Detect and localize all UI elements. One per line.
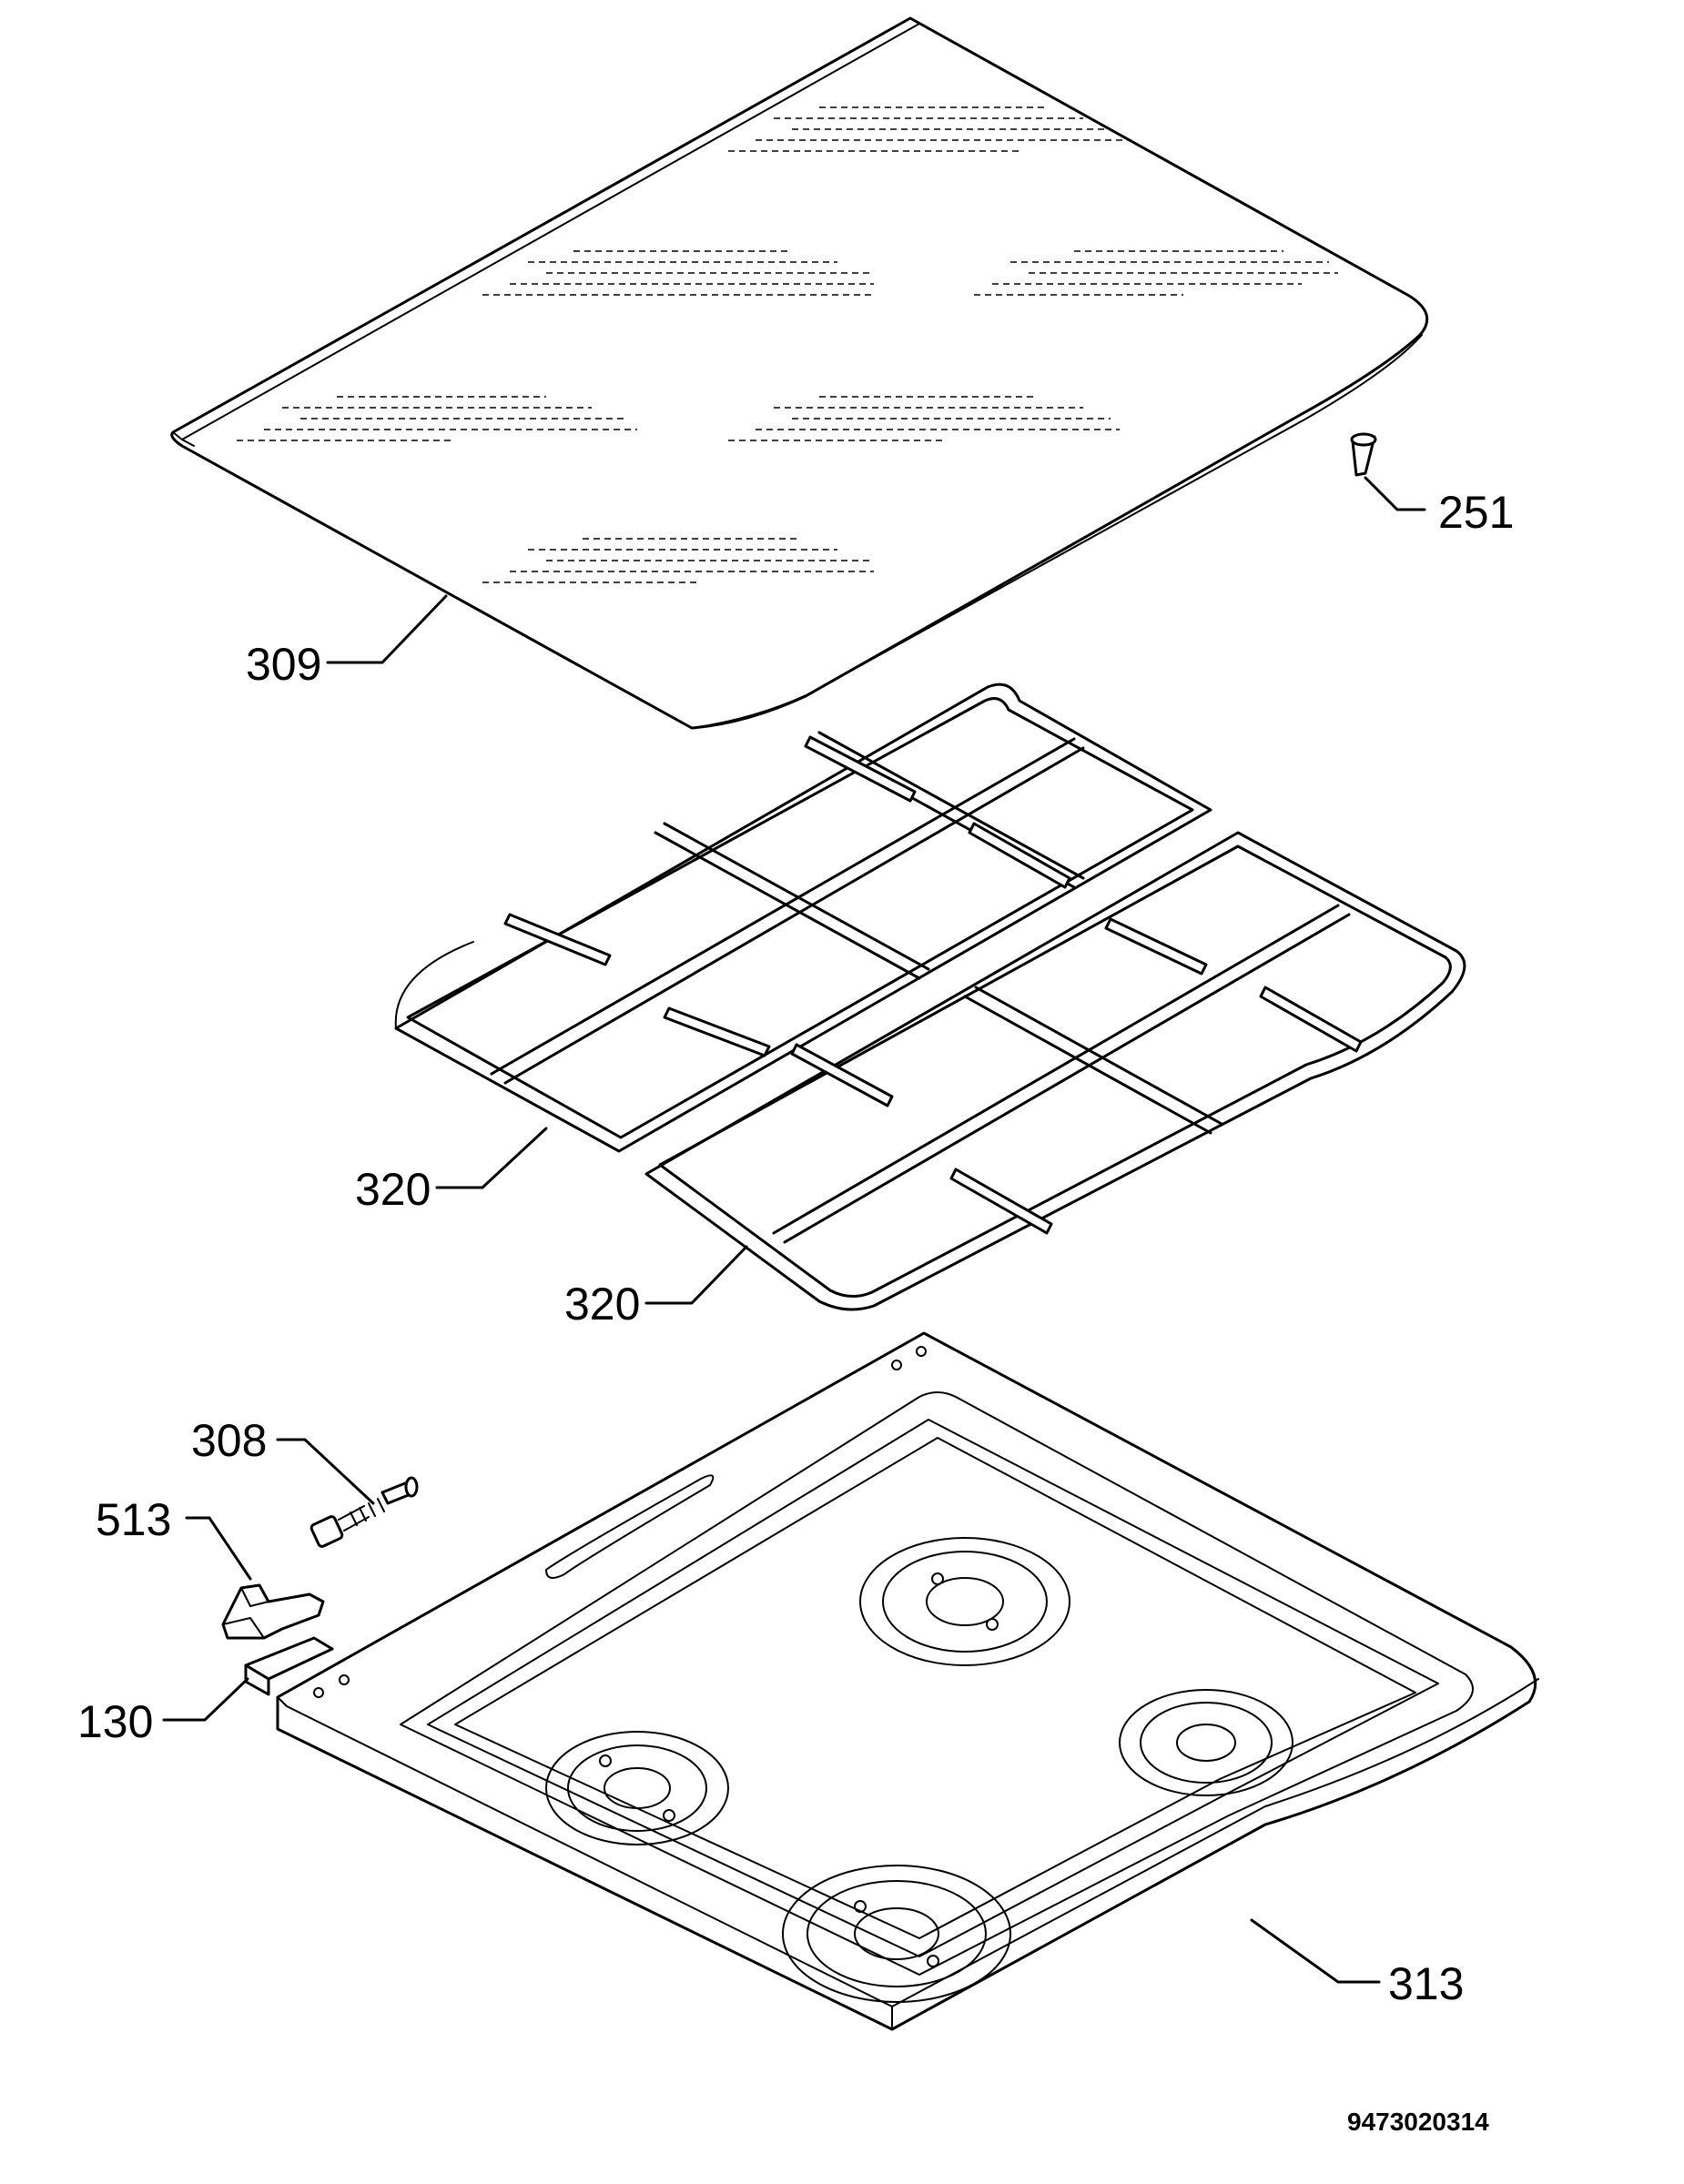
leader-313 — [1250, 1918, 1381, 1984]
leader-320a — [435, 1127, 548, 1189]
leader-251 — [1364, 476, 1426, 511]
pan-support-right-part — [644, 831, 1466, 1311]
callout-130: 130 — [77, 1696, 154, 1747]
burner-front — [782, 1865, 1011, 2003]
drawing-code: 9473020314 — [1347, 2108, 1489, 2136]
leader-130 — [162, 1677, 249, 1722]
leader-320b — [644, 1245, 748, 1305]
burner-left — [545, 1731, 729, 1845]
callout-308: 308 — [191, 1415, 268, 1466]
callout-313: 313 — [1388, 1958, 1465, 2009]
leader-513 — [185, 1516, 252, 1581]
burner-rear — [859, 1537, 1070, 1666]
buffer-part — [1350, 432, 1377, 477]
burner-right — [1119, 1689, 1293, 1796]
callout-309: 309 — [246, 639, 322, 690]
leader-308 — [276, 1438, 375, 1505]
callout-251: 251 — [1438, 487, 1515, 538]
leader-309 — [326, 594, 448, 664]
callout-320-right: 320 — [564, 1279, 641, 1330]
hob-top-part — [276, 1331, 1539, 2031]
glass-lid-part — [170, 16, 1429, 730]
glass-reflection-hatching — [237, 106, 1338, 583]
callout-513: 513 — [96, 1494, 172, 1545]
bracket-part — [244, 1636, 334, 1696]
hinge-part — [221, 1583, 325, 1640]
callout-320-left: 320 — [355, 1164, 431, 1215]
hinge-spring-part — [309, 1476, 419, 1548]
pan-support-left-part — [394, 682, 1212, 1153]
